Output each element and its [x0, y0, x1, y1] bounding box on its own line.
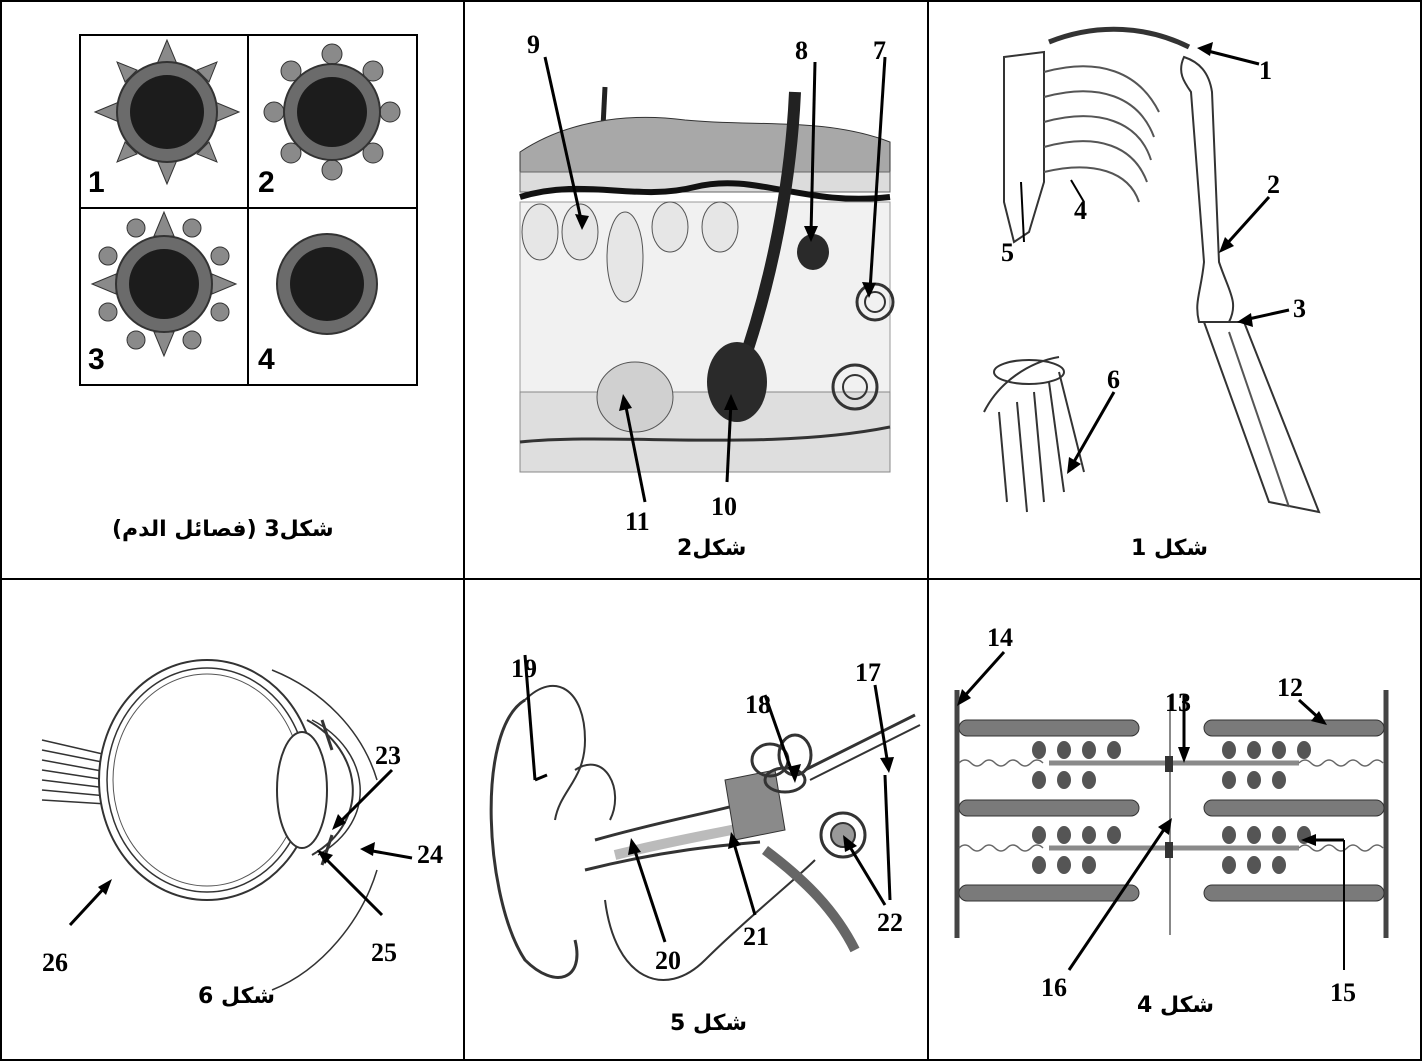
- blood-cell-number-3: 3: [88, 345, 105, 375]
- fig5-caption: شكل 5: [670, 1013, 747, 1035]
- fig2-caption: شكل2: [677, 538, 746, 560]
- fig1-label-4: 4: [1074, 198, 1087, 224]
- blood-cell-number-1: 1: [88, 168, 105, 198]
- fig6-label-23: 23: [375, 743, 401, 769]
- fig4-caption: شكل 4: [1137, 995, 1214, 1017]
- blood-cell-number-4: 4: [258, 345, 275, 375]
- hand-bones: [984, 357, 1084, 512]
- fig5-label-17: 17: [855, 660, 881, 686]
- fig4-label-12: 12: [1277, 675, 1303, 701]
- panel-fig1: 1 2 3 4 5 6 شكل 1: [927, 0, 1422, 580]
- fig2-label-7: 7: [873, 38, 886, 64]
- blood-cell-type4: [277, 234, 377, 334]
- blood-cell-type3: [92, 212, 236, 356]
- skin-diagram: [465, 2, 929, 580]
- panel-fig2: 7 8 9 10 11 شكل2: [463, 0, 929, 580]
- fig1-label-6: 6: [1107, 367, 1120, 393]
- panel-fig5: 17 18 19 20 21 22 شكل 5: [463, 578, 929, 1061]
- fig1-caption: شكل 1: [1131, 538, 1208, 560]
- fig4-label-13: 13: [1165, 690, 1191, 716]
- fig6-label-24: 24: [417, 842, 443, 868]
- fig5-label-20: 20: [655, 948, 681, 974]
- fig2-label-9: 9: [527, 32, 540, 58]
- blood-types-diagram: [2, 2, 465, 580]
- fig5-label-21: 21: [743, 924, 769, 950]
- panel-fig4: 12 13 14 15 16 شكل 4: [927, 578, 1422, 1061]
- fig4-label-15: 15: [1330, 980, 1356, 1006]
- fig4-label-14: 14: [987, 625, 1013, 651]
- fig5-label-19: 19: [511, 656, 537, 682]
- fig2-label-8: 8: [795, 38, 808, 64]
- fig1-label-5: 5: [1001, 240, 1014, 266]
- ear-diagram: [465, 580, 929, 1061]
- fig2-label-10: 10: [711, 494, 737, 520]
- fig1-label-2: 2: [1267, 172, 1280, 198]
- fig6-label-26: 26: [42, 950, 68, 976]
- fig1-label-1: 1: [1259, 58, 1272, 84]
- blood-cell-type1: [95, 40, 239, 184]
- blood-cell-number-2: 2: [258, 168, 275, 198]
- blood-cell-type2: [264, 44, 400, 180]
- panel-fig3: 1 2 3 4 شكل3 (فصائل الدم): [0, 0, 465, 580]
- fig3-caption: شكل3 (فصائل الدم): [112, 519, 334, 541]
- fig6-caption: شكل 6: [198, 986, 275, 1008]
- fig5-label-22: 22: [877, 910, 903, 936]
- fig5-label-18: 18: [745, 692, 771, 718]
- fig1-label-3: 3: [1293, 296, 1306, 322]
- fig4-label-16: 16: [1041, 975, 1067, 1001]
- fig2-label-11: 11: [625, 509, 650, 535]
- skeleton-diagram: [929, 2, 1422, 580]
- panel-fig6: 23 24 25 26 شكل 6: [0, 578, 465, 1061]
- fig6-label-25: 25: [371, 940, 397, 966]
